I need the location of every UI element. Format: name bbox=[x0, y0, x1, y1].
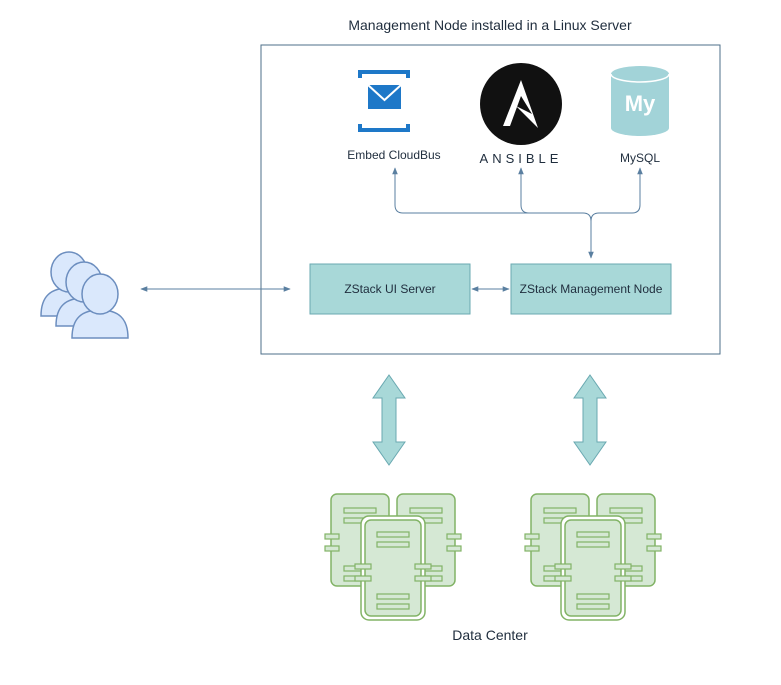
bidirectional-arrow-right bbox=[573, 374, 607, 466]
users-group-icon bbox=[40, 251, 129, 339]
data-center-label: Data Center bbox=[452, 627, 528, 643]
envelope-icon bbox=[358, 70, 410, 132]
component-connectors bbox=[392, 167, 643, 259]
zstack-ui-server-box bbox=[309, 263, 471, 315]
bidirectional-arrow-left bbox=[372, 374, 406, 466]
mysql-glyph: My bbox=[625, 91, 656, 116]
mysql-label: MySQL bbox=[620, 151, 660, 165]
zstack-ui-server-label: ZStack UI Server bbox=[344, 282, 435, 296]
server-rack-icon bbox=[525, 494, 661, 620]
cloudbus-label: Embed CloudBus bbox=[347, 148, 440, 162]
container-title: Management Node installed in a Linux Ser… bbox=[348, 17, 632, 33]
zstack-management-node-label: ZStack Management Node bbox=[520, 282, 663, 296]
database-cylinder-icon: My bbox=[610, 66, 670, 136]
server-rack-icon bbox=[325, 494, 461, 620]
ansible-label: ANSIBLE bbox=[480, 151, 563, 166]
ansible-logo-icon bbox=[480, 63, 562, 145]
zstack-management-node-box bbox=[510, 263, 672, 315]
